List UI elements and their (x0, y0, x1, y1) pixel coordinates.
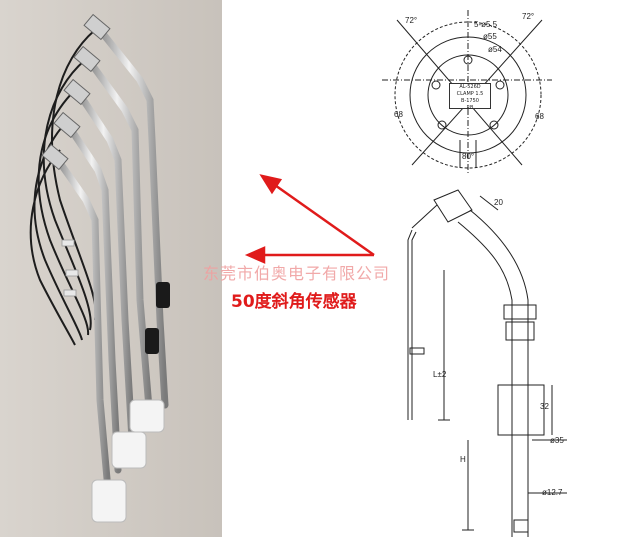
dim-holes: 5-ø5.5 (474, 20, 498, 29)
dim-tube-dia: ø12.7 (542, 488, 563, 497)
plate-line-2: CLAMP 1.5 (456, 91, 484, 97)
outer-circle (394, 21, 542, 169)
plate-line-4: RB (466, 105, 474, 111)
dim-float-height: 32 (540, 402, 549, 411)
dim-float-dia: ø35 (550, 436, 564, 445)
company-watermark: 东莞市伯奥电子有限公司 (203, 264, 391, 283)
product-photo (0, 0, 222, 537)
dim-side-left: 68 (394, 110, 403, 119)
dim-d-inner: ø54 (488, 45, 502, 54)
product-caption: 50度斜角传感器 (231, 292, 357, 312)
dim-d-outer: ø55 (483, 32, 497, 41)
dim-length: L±2 (433, 370, 447, 379)
plate-line-1: AL-526D (459, 84, 481, 90)
dim-height: H (460, 455, 466, 464)
dim-angle-right: 72° (522, 12, 535, 21)
sensor-plate-label: AL-526D CLAMP 1.5 B-1750 RB (449, 83, 491, 111)
dim-bend: 20 (494, 198, 503, 207)
dim-side-right: 68 (535, 112, 544, 121)
plate-line-3: B-1750 (461, 98, 479, 104)
dim-bottom-angle: 80° (462, 152, 475, 161)
dim-angle-left: 72° (405, 16, 418, 25)
